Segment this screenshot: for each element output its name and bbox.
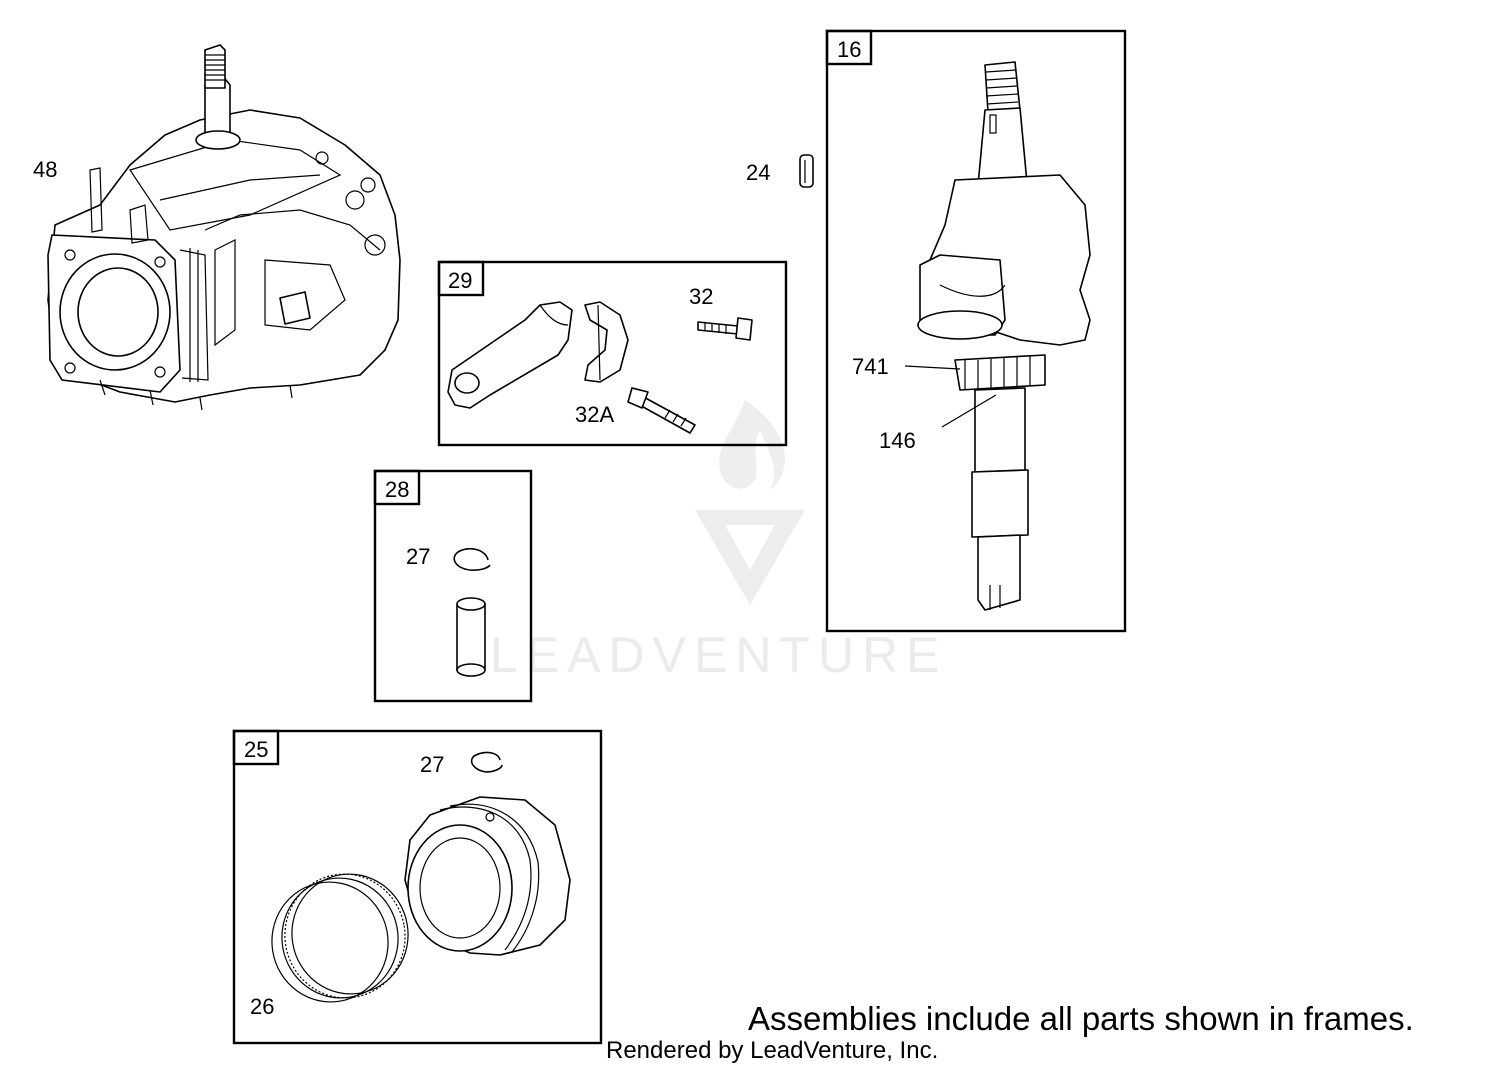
callout-32: 32	[689, 284, 713, 309]
part-32-bolt[interactable]	[697, 317, 753, 341]
callout-146: 146	[879, 428, 916, 453]
watermark-logo: LEADVENTURE	[490, 400, 948, 683]
callout-26: 26	[250, 994, 274, 1019]
frame-28-piston-pin-assembly[interactable]: 28	[373, 469, 533, 703]
part-26-piston-rings[interactable]	[262, 865, 417, 1012]
part-piston-pin[interactable]	[456, 597, 486, 677]
frame-29-connecting-rod-assembly[interactable]: 29	[437, 260, 788, 447]
render-credit: Rendered by LeadVenture, Inc.	[606, 1037, 938, 1064]
callout-48: 48	[33, 157, 57, 182]
frame-25-piston-assembly[interactable]: 25	[232, 729, 603, 1045]
frame-16-label: 16	[837, 37, 861, 62]
callout-741: 741	[852, 354, 889, 379]
callout-32a: 32A	[575, 402, 614, 427]
part-741-timing-gear[interactable]	[954, 354, 1046, 391]
frame-25-label: 25	[244, 737, 268, 762]
callout-27-frame25: 27	[420, 752, 444, 777]
frame-28-label: 28	[385, 477, 409, 502]
watermark-text: LEADVENTURE	[490, 627, 948, 683]
part-48-cylinder-block[interactable]	[47, 44, 401, 411]
callout-24: 24	[746, 160, 770, 185]
part-24-key[interactable]	[799, 154, 814, 188]
part-32a-bolt[interactable]	[627, 387, 696, 434]
assemblies-note: Assemblies include all parts shown in fr…	[748, 1000, 1414, 1037]
frame-16-crankshaft-assembly[interactable]: 16	[825, 29, 1127, 633]
part-piston[interactable]	[404, 796, 571, 956]
frame-29-label: 29	[448, 268, 472, 293]
callout-27-frame28: 27	[406, 544, 430, 569]
